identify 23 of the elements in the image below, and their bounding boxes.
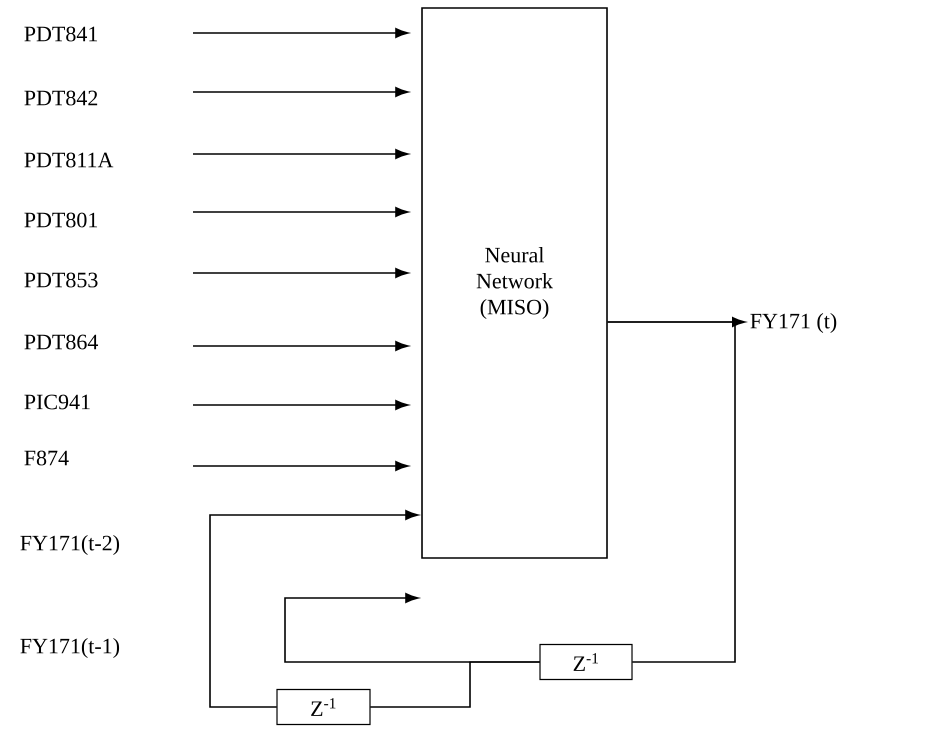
signal-label: PDT801	[24, 212, 98, 228]
neural-network-box: Neural Network (MISO)	[421, 7, 608, 559]
signal-label: PDT864	[24, 334, 98, 350]
delay-box: Z$^{-1}$	[276, 688, 371, 726]
signal-label: PIC941	[24, 394, 90, 410]
arrow	[193, 149, 408, 159]
signal-label: PDT842	[24, 90, 98, 106]
arrow	[193, 461, 408, 471]
arrow	[193, 268, 408, 278]
arrow	[193, 207, 408, 217]
signal-label: PDT841	[24, 26, 98, 42]
output-label: FY171 (t)	[750, 313, 836, 333]
arrow	[193, 28, 408, 38]
delay-box: Z$^{-1}$	[539, 644, 633, 680]
signal-label: F874	[24, 450, 69, 466]
signal-label: FY171(t-1)	[20, 638, 120, 658]
arrow	[209, 510, 418, 708]
arrow	[193, 400, 408, 410]
signal-label: PDT853	[24, 272, 98, 288]
arrow	[193, 341, 408, 351]
signal-label: PDT811A	[24, 152, 114, 168]
signal-label: FY171(t-2)	[20, 535, 120, 555]
arrow	[193, 87, 408, 97]
